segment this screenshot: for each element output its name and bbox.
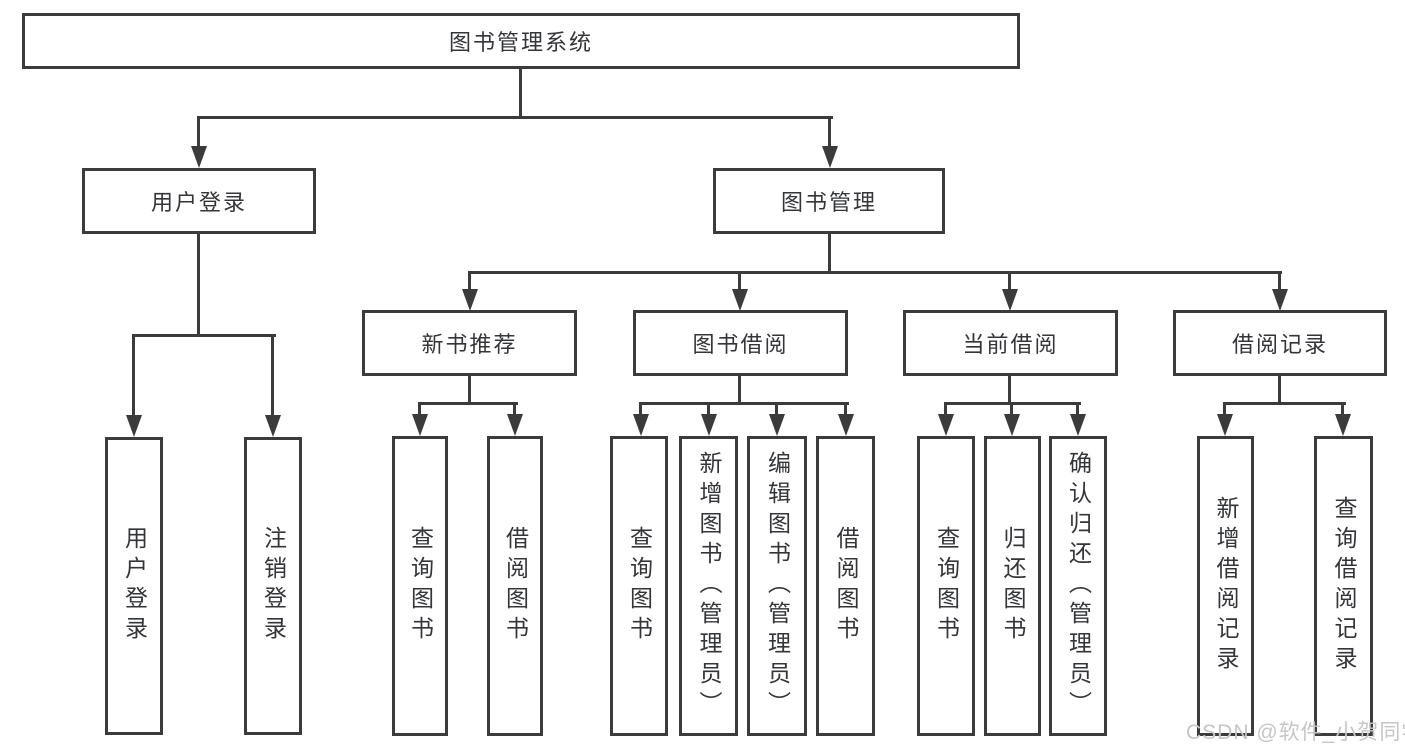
connector-book-borrow-stem	[738, 271, 741, 291]
connector-leaf-login-stem	[132, 334, 135, 417]
leaf-br-query-record-label: 查询借阅记录	[1331, 496, 1357, 676]
connector-br-add-stem	[1223, 402, 1226, 418]
connector-br-down	[1278, 376, 1281, 404]
arrowhead-nbr-query	[412, 414, 428, 436]
arrowhead-borrow-records	[1272, 289, 1288, 311]
arrowhead-user-login	[191, 146, 207, 168]
connector-bb-borrow-stem	[844, 402, 847, 418]
node-borrow-records-label: 借阅记录	[1231, 332, 1328, 357]
csdn-watermark: CSDN @软件_小贺同学	[1186, 721, 1405, 744]
leaf-user-login-label: 用户登录	[121, 526, 148, 646]
node-borrow-records: 借阅记录	[1173, 310, 1387, 376]
connector-nbr-down	[468, 376, 471, 404]
node-root-system: 图书管理系统	[22, 13, 1020, 69]
leaf-cb-return-books: 归还图书	[984, 436, 1041, 736]
leaf-bb-borrow-books-label: 借阅图书	[833, 526, 859, 646]
node-user-login: 用户登录	[82, 168, 316, 234]
node-current-borrow: 当前借阅	[903, 310, 1118, 376]
node-book-borrow-label: 图书借阅	[692, 332, 789, 357]
leaf-logout-label: 注销登录	[260, 526, 287, 646]
connector-bb-query-stem	[639, 402, 642, 418]
arrowhead-cb-return	[1004, 414, 1020, 436]
node-book-management-label: 图书管理	[780, 190, 877, 215]
connector-nbr-borrow-stem	[513, 402, 516, 418]
connector-bb-rail	[639, 402, 849, 405]
leaf-bb-query-books: 查询图书	[610, 436, 668, 736]
connector-br-query-stem	[1341, 402, 1344, 418]
leaf-bb-borrow-books: 借阅图书	[816, 436, 875, 736]
connector-new-book-stem	[468, 271, 471, 291]
arrowhead-new-book	[462, 289, 478, 311]
leaf-bb-edit-book-admin: 编辑图书（管理员）	[747, 436, 807, 736]
leaf-bb-add-book-admin-label: 新增图书（管理员）	[696, 451, 722, 721]
connector-current-borrow-stem	[1008, 271, 1011, 291]
arrowhead-bb-add	[701, 414, 717, 436]
node-new-book-recommend: 新书推荐	[362, 310, 577, 376]
leaf-nbr-borrow-books: 借阅图书	[487, 436, 543, 736]
leaf-br-query-record: 查询借阅记录	[1314, 436, 1373, 736]
connector-cb-confirm-stem	[1076, 402, 1079, 418]
leaf-nbr-borrow-books-label: 借阅图书	[502, 526, 529, 646]
connector-nbr-query-stem	[418, 402, 421, 418]
connector-user-login-down	[197, 234, 200, 336]
arrowhead-br-query	[1335, 414, 1351, 436]
leaf-cb-return-books-label: 归还图书	[1000, 526, 1026, 646]
node-book-borrow: 图书借阅	[633, 310, 848, 376]
leaf-logout: 注销登录	[244, 437, 302, 735]
leaf-bb-add-book-admin: 新增图书（管理员）	[679, 436, 738, 736]
leaf-cb-query-books-label: 查询图书	[933, 526, 960, 646]
arrowhead-book-mgmt	[822, 146, 838, 168]
connector-level3-rail	[468, 271, 1282, 274]
connector-level2-rail	[197, 116, 833, 119]
leaf-user-login: 用户登录	[105, 437, 163, 735]
arrowhead-nbr-borrow	[507, 414, 523, 436]
leaf-cb-confirm-return-admin: 确认归还（管理员）	[1049, 436, 1107, 736]
arrowhead-br-add	[1217, 414, 1233, 436]
connector-bb-edit-stem	[775, 402, 778, 418]
connector-cb-down	[1008, 376, 1011, 404]
connector-root-stem	[519, 67, 522, 118]
leaf-br-add-record: 新增借阅记录	[1197, 436, 1254, 736]
node-new-book-recommend-label: 新书推荐	[421, 332, 518, 357]
connector-book-mgmt-stem	[828, 116, 831, 148]
connector-borrow-records-stem	[1278, 271, 1281, 291]
connector-leaf-logout-stem	[271, 334, 274, 417]
node-root-system-label: 图书管理系统	[448, 30, 593, 55]
arrowhead-book-borrow	[732, 289, 748, 311]
leaf-br-add-record-label: 新增借阅记录	[1213, 496, 1239, 676]
leaf-cb-query-books: 查询图书	[917, 436, 975, 736]
leaf-nbr-query-books: 查询图书	[392, 436, 448, 736]
node-user-login-label: 用户登录	[150, 190, 247, 215]
leaf-cb-confirm-return-admin-label: 确认归还（管理员）	[1065, 451, 1092, 721]
arrowhead-cb-confirm	[1070, 414, 1086, 436]
node-book-management: 图书管理	[713, 168, 945, 234]
node-current-borrow-label: 当前借阅	[962, 332, 1059, 357]
connector-nbr-rail	[418, 402, 518, 405]
connector-br-rail	[1223, 402, 1346, 405]
connector-cb-query-stem	[944, 402, 947, 418]
connector-book-mgmt-down	[828, 234, 831, 274]
leaf-bb-query-books-label: 查询图书	[626, 526, 653, 646]
arrowhead-leaf-logout	[265, 415, 281, 437]
connector-user-login-rail	[132, 334, 276, 337]
arrowhead-leaf-login	[126, 415, 142, 437]
arrowhead-current-borrow	[1002, 289, 1018, 311]
connector-user-login-stem	[197, 116, 200, 148]
connector-bb-down	[738, 376, 741, 404]
arrowhead-bb-borrow	[838, 414, 854, 436]
connector-bb-add-stem	[707, 402, 710, 418]
arrowhead-bb-query	[633, 414, 649, 436]
connector-cb-return-stem	[1010, 402, 1013, 418]
arrowhead-bb-edit	[769, 414, 785, 436]
arrowhead-cb-query	[938, 414, 954, 436]
leaf-bb-edit-book-admin-label: 编辑图书（管理员）	[764, 451, 791, 721]
leaf-nbr-query-books-label: 查询图书	[407, 526, 434, 646]
